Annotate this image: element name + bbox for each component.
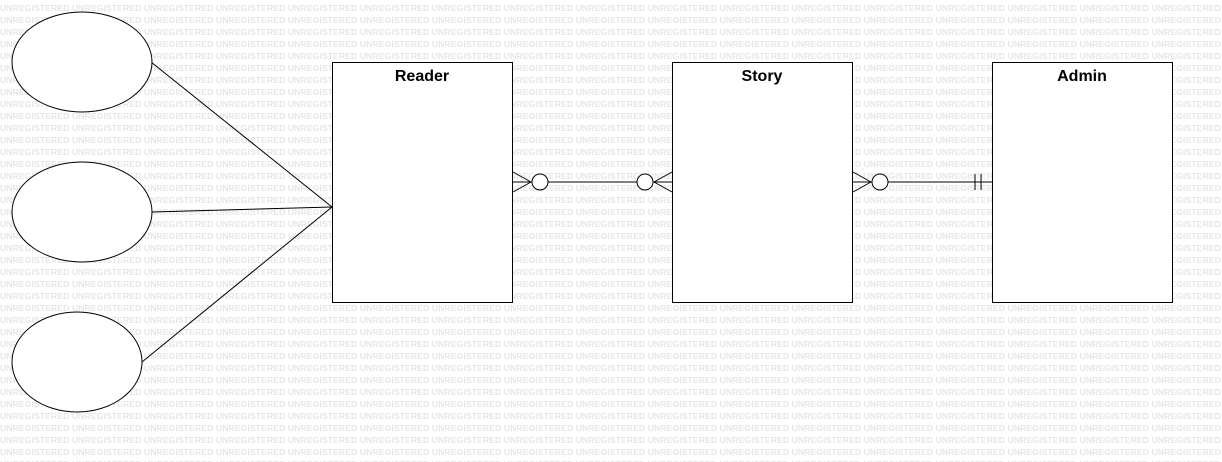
entity-story[interactable]: Story [672, 62, 853, 303]
one-and-only-one-admin-end [974, 174, 982, 190]
entity-reader-title: Reader [395, 68, 449, 85]
attribute-connector-3 [141, 206, 333, 363]
crows-foot-zero-many-story-end [852, 171, 889, 193]
crows-foot-zero-many-story-end [636, 171, 673, 193]
entity-admin[interactable]: Admin [992, 62, 1173, 303]
attribute-ellipse-1[interactable] [11, 11, 153, 113]
relationship-story-admin[interactable] [852, 171, 992, 193]
entity-story-title: Story [742, 68, 783, 85]
entity-reader[interactable]: Reader [332, 62, 513, 303]
attribute-ellipse-2[interactable] [11, 161, 153, 263]
entity-admin-title: Admin [1057, 68, 1107, 85]
attribute-connector-2 [151, 206, 333, 213]
attribute-ellipse-3[interactable] [11, 311, 143, 413]
attribute-connector-1 [150, 61, 333, 208]
relationship-reader-story[interactable] [512, 171, 673, 193]
crows-foot-zero-many-reader-end [512, 171, 549, 193]
